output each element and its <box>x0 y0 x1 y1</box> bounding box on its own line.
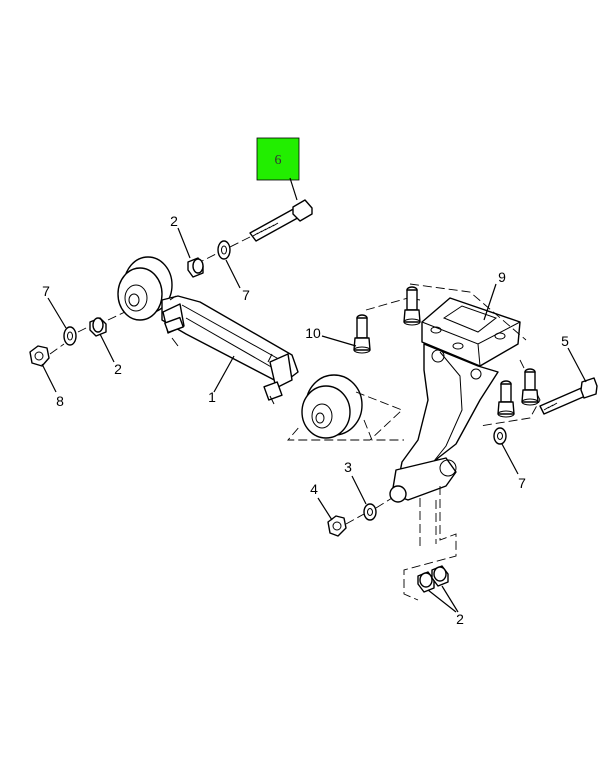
bushing-2-bottom-a <box>417 571 435 593</box>
bolt-10-c <box>497 380 515 418</box>
callout-7-right: 7 <box>518 475 526 491</box>
leader-5 <box>567 347 587 383</box>
callout-3: 3 <box>344 459 352 475</box>
callout-2-left: 2 <box>114 361 122 377</box>
leader-4 <box>317 497 333 521</box>
dash-lower-bushing <box>403 486 457 601</box>
callout-7-top: 7 <box>242 287 250 303</box>
bushing-2-bottom-b <box>431 565 449 587</box>
washer-7-right <box>493 427 507 445</box>
dash-left-axis <box>49 311 126 355</box>
dash-bracket-left <box>363 419 404 441</box>
leader-7-left <box>47 297 67 329</box>
leader-10 <box>321 335 357 347</box>
torque-rod-1 <box>117 256 363 439</box>
bushing-2-left <box>89 317 107 337</box>
callout-8: 8 <box>56 393 64 409</box>
leader-6 <box>289 177 298 201</box>
washer-7-top <box>217 240 231 260</box>
leader-2-bottom-b <box>441 585 459 613</box>
leader-9 <box>483 283 497 321</box>
callout-1: 1 <box>208 389 216 405</box>
dash-right-eye-outline <box>287 391 403 441</box>
callout-2-bottom: 2 <box>456 611 464 627</box>
leader-2-bottom-a <box>427 589 457 613</box>
bracket-9 <box>389 297 521 503</box>
callout-7-left: 7 <box>42 283 50 299</box>
leader-7-right <box>501 443 519 475</box>
washer-3 <box>363 503 377 521</box>
dash-nut-axis <box>345 497 393 525</box>
bushing-2-top <box>187 257 204 278</box>
bolt-10-d <box>521 368 539 406</box>
leader-2-top <box>177 227 191 259</box>
callout-5: 5 <box>561 333 569 349</box>
nut-4 <box>327 515 347 537</box>
bolt-5 <box>539 377 598 415</box>
callout-9: 9 <box>498 269 506 285</box>
bolt-10-b <box>403 286 421 326</box>
bolt-10-a <box>353 314 371 354</box>
washer-7-left <box>63 326 77 346</box>
leader-3 <box>351 475 367 505</box>
callout-6-highlight[interactable]: 6 <box>256 137 300 181</box>
leader-1 <box>213 355 235 393</box>
callout-4: 4 <box>310 481 318 497</box>
leader-8 <box>41 363 57 393</box>
leader-2-left <box>99 333 115 363</box>
callout-2-top: 2 <box>170 213 178 229</box>
callout-10: 10 <box>305 325 321 341</box>
callout-6-label: 6 <box>275 153 282 168</box>
nut-8 <box>29 345 50 367</box>
bolt-6 <box>249 199 313 242</box>
leader-7-top <box>225 259 241 289</box>
